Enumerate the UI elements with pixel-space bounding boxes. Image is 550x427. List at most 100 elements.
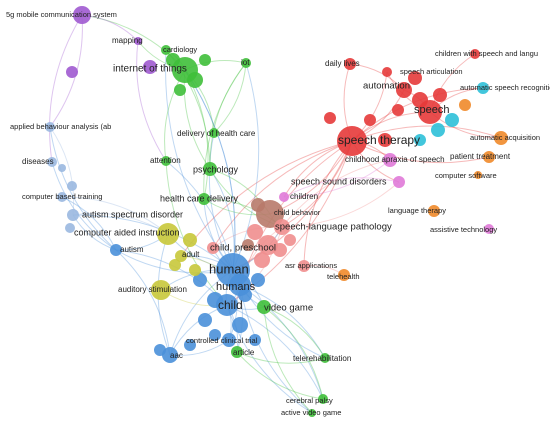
cluster-node-6 — [324, 112, 336, 124]
node-children[interactable] — [279, 192, 289, 202]
cluster-node-30 — [189, 264, 201, 276]
node-deliv[interactable] — [209, 128, 219, 138]
node-slp[interactable] — [274, 219, 290, 235]
node-humans[interactable] — [229, 274, 251, 296]
node-iot[interactable] — [241, 58, 251, 68]
node-asrs[interactable] — [477, 82, 489, 94]
edge-st-autoacq — [351, 125, 502, 142]
node-ssd[interactable] — [393, 176, 405, 188]
node-asrapp[interactable] — [298, 260, 310, 272]
edge-human-iot_big — [184, 69, 236, 271]
cluster-node-10 — [431, 123, 445, 137]
edge-human-iot_big — [184, 69, 236, 271]
edge-human-asd — [72, 214, 234, 271]
node-mapping[interactable] — [134, 37, 142, 45]
node-telehealth[interactable] — [338, 269, 350, 281]
node-cardiology[interactable] — [161, 45, 171, 55]
edge-child-cp — [226, 304, 324, 400]
node-dailylives[interactable] — [344, 58, 356, 70]
cluster-node-19 — [198, 313, 212, 327]
node-label-autoacq: automatic acquisition — [470, 133, 540, 142]
node-autism[interactable] — [110, 244, 122, 256]
node-automation[interactable] — [396, 82, 412, 98]
node-specart[interactable] — [382, 67, 392, 77]
node-label-article: article — [233, 348, 255, 357]
node-label-ssd: speech sound disorders — [291, 176, 387, 186]
node-asstech[interactable] — [484, 224, 494, 234]
cluster-node-38 — [67, 181, 77, 191]
node-label-childpre: child, preschool — [210, 243, 276, 254]
node-hcd[interactable] — [198, 193, 210, 205]
cluster-node-2 — [433, 88, 447, 102]
node-childpre[interactable] — [207, 242, 219, 254]
node-langther[interactable] — [428, 205, 440, 217]
node-pt[interactable] — [483, 151, 495, 163]
node-telereh[interactable] — [320, 353, 330, 363]
edge-humans-telereh — [239, 284, 326, 359]
edge-child-aac — [169, 304, 228, 356]
cluster-node-29 — [169, 259, 181, 271]
node-aba[interactable] — [45, 122, 55, 132]
cluster-node-35 — [143, 60, 157, 74]
node-diseases[interactable] — [47, 157, 57, 167]
node-label-langther: language therapy — [388, 206, 446, 215]
edge-videogame-avg — [263, 306, 313, 414]
edge-child-avg — [226, 304, 313, 414]
node-audstim[interactable] — [151, 280, 171, 300]
node-5g[interactable] — [73, 6, 91, 24]
node-aac[interactable] — [162, 347, 178, 363]
node-cwsl[interactable] — [470, 49, 480, 59]
node-cai[interactable] — [157, 223, 179, 245]
cluster-node-7 — [445, 113, 459, 127]
node-label-mapping: mapping — [112, 36, 143, 45]
node-cp[interactable] — [318, 394, 328, 404]
node-avg[interactable] — [308, 409, 316, 417]
cluster-node-20 — [232, 317, 248, 333]
node-child[interactable] — [216, 294, 238, 316]
node-label-aac: aac — [170, 351, 183, 360]
cluster-node-9 — [414, 134, 426, 146]
edge-children-ssd — [283, 177, 400, 198]
node-label-st: speech therapy — [338, 133, 420, 147]
cluster-node-4 — [364, 114, 376, 126]
node-speech[interactable] — [418, 100, 442, 124]
node-videogame[interactable] — [257, 300, 271, 314]
node-psych[interactable] — [203, 162, 217, 176]
node-label-autism: autism — [120, 245, 144, 254]
node-label-cct: controlled clinical trial — [186, 336, 258, 345]
label-layer: 5g mobile communication systemmappingcar… — [6, 10, 550, 417]
node-layer — [45, 6, 508, 417]
edge-videogame-cp — [263, 306, 324, 400]
cluster-node-16 — [242, 239, 254, 251]
edge-cbt-cai — [61, 196, 169, 235]
cluster-node-27 — [251, 273, 265, 287]
node-compsw[interactable] — [474, 171, 482, 179]
node-cas[interactable] — [383, 153, 397, 167]
node-label-aba: applied behaviour analysis (ab — [10, 122, 111, 131]
edge-children-cas — [283, 159, 391, 198]
node-cct[interactable] — [222, 333, 236, 347]
edge-st-pt — [351, 140, 490, 164]
node-label-5g: 5g mobile communication system — [6, 10, 117, 19]
node-cbt[interactable] — [57, 192, 67, 202]
node-article[interactable] — [231, 346, 243, 358]
cluster-node-28 — [183, 233, 197, 247]
node-autoacq[interactable] — [494, 131, 508, 145]
cluster-node-15 — [284, 234, 296, 246]
cluster-node-22 — [209, 329, 221, 341]
node-attention[interactable] — [161, 156, 171, 166]
node-label-human: human — [209, 261, 249, 276]
node-st[interactable] — [337, 126, 367, 156]
node-label-cbt: computer based training — [22, 192, 102, 201]
node-asd[interactable] — [67, 209, 79, 221]
edge-slp-cas — [281, 159, 391, 228]
cluster-node-34 — [199, 54, 211, 66]
node-label-adult: adult — [182, 250, 200, 259]
node-label-dailylives: daily lives — [325, 59, 360, 68]
node-label-child: child — [218, 298, 243, 312]
node-adult[interactable] — [175, 250, 187, 262]
node-iot_big[interactable] — [172, 57, 198, 83]
cluster-node-36 — [66, 66, 78, 78]
